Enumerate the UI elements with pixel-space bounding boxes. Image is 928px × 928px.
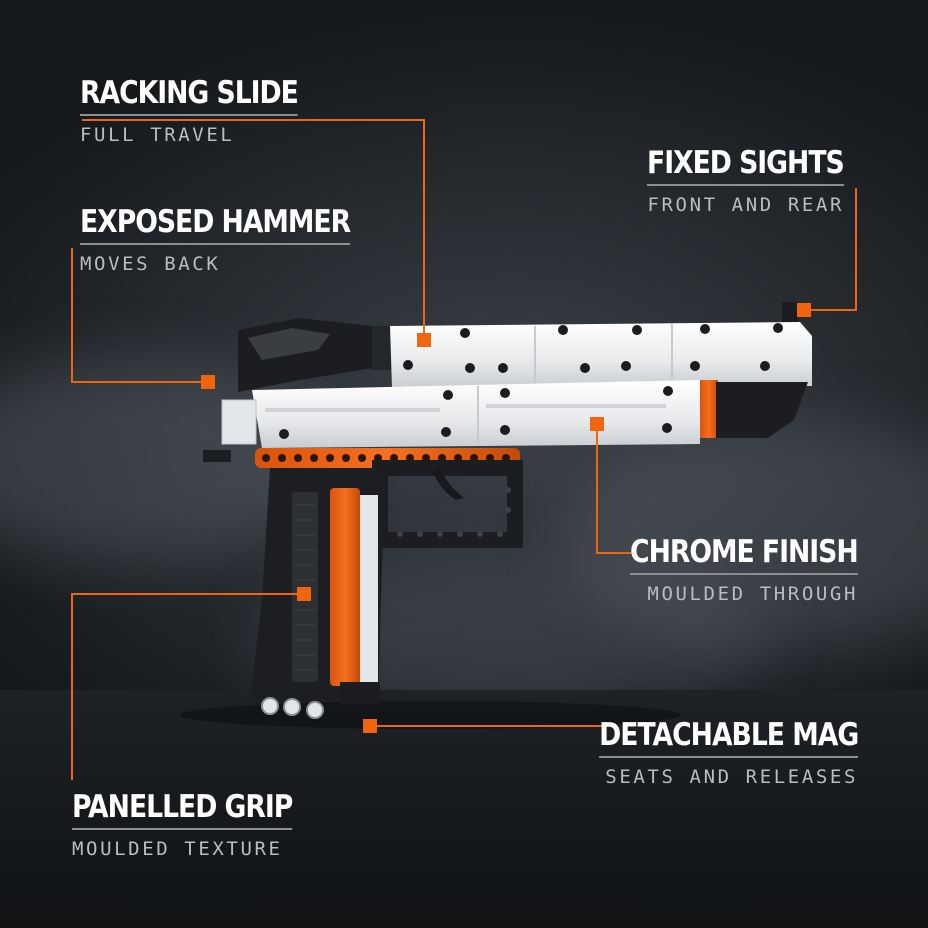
callout-subtitle: SEATS AND RELEASES bbox=[605, 766, 858, 788]
guard-holes bbox=[397, 487, 511, 537]
marker-chrome-finish bbox=[590, 417, 604, 431]
grip-frame bbox=[250, 468, 385, 700]
orange-rail bbox=[255, 448, 520, 468]
hammer-block bbox=[238, 318, 385, 392]
callout-detachable-mag: DETACHABLE MAG SEATS AND RELEASES bbox=[557, 718, 859, 788]
rear-sight-post bbox=[372, 326, 394, 370]
muzzle-block bbox=[716, 382, 808, 438]
callout-subtitle: MOVES BACK bbox=[80, 253, 221, 275]
callout-racking-slide: RACKING SLIDE FULL TRAVEL bbox=[80, 76, 333, 146]
grip-orange-strip bbox=[330, 488, 360, 686]
upper-slide bbox=[390, 322, 812, 388]
marker-fixed-sights bbox=[797, 303, 811, 317]
rear-cap bbox=[221, 399, 257, 445]
front-sight bbox=[782, 302, 798, 322]
callout-title: FIXED SIGHTS bbox=[647, 146, 845, 186]
marker-panelled-grip bbox=[297, 587, 311, 601]
grip-texture bbox=[294, 504, 316, 671]
marker-exposed-hammer bbox=[201, 375, 215, 389]
lower-slide bbox=[252, 380, 700, 448]
hammer-highlight bbox=[248, 328, 330, 360]
callout-title: DETACHABLE MAG bbox=[598, 718, 859, 758]
trigger-guard bbox=[372, 460, 523, 548]
leader-chrome-finish bbox=[596, 424, 632, 554]
grip-panel bbox=[292, 492, 318, 682]
callout-subtitle: MOULDED THROUGH bbox=[647, 583, 858, 605]
rear-stub bbox=[203, 450, 231, 462]
callout-chrome-finish: CHROME FINISH MOULDED THROUGH bbox=[593, 535, 859, 605]
callout-title: EXPOSED HAMMER bbox=[80, 205, 351, 245]
callout-title: PANELLED GRIP bbox=[72, 790, 293, 830]
slide-groove-2 bbox=[486, 404, 666, 408]
slide-groove-1 bbox=[265, 408, 440, 412]
rail-holes bbox=[262, 454, 510, 462]
fog-left bbox=[0, 360, 340, 560]
grip-white-strip bbox=[360, 495, 378, 685]
callout-panelled-grip: PANELLED GRIP MOULDED TEXTURE bbox=[72, 790, 328, 860]
callout-subtitle: FRONT AND REAR bbox=[647, 194, 844, 216]
callout-fixed-sights: FIXED SIGHTS FRONT AND REAR bbox=[615, 146, 845, 216]
callout-subtitle: MOULDED TEXTURE bbox=[72, 838, 283, 860]
callout-exposed-hammer: EXPOSED HAMMER MOVES BACK bbox=[80, 205, 394, 275]
trigger bbox=[432, 468, 464, 500]
muzzle-orange bbox=[700, 380, 718, 438]
callout-title: CHROME FINISH bbox=[630, 535, 859, 575]
callout-title: RACKING SLIDE bbox=[80, 76, 299, 116]
marker-racking-slide bbox=[417, 333, 431, 347]
slide-holes bbox=[279, 323, 783, 439]
callout-subtitle: FULL TRAVEL bbox=[80, 124, 235, 146]
